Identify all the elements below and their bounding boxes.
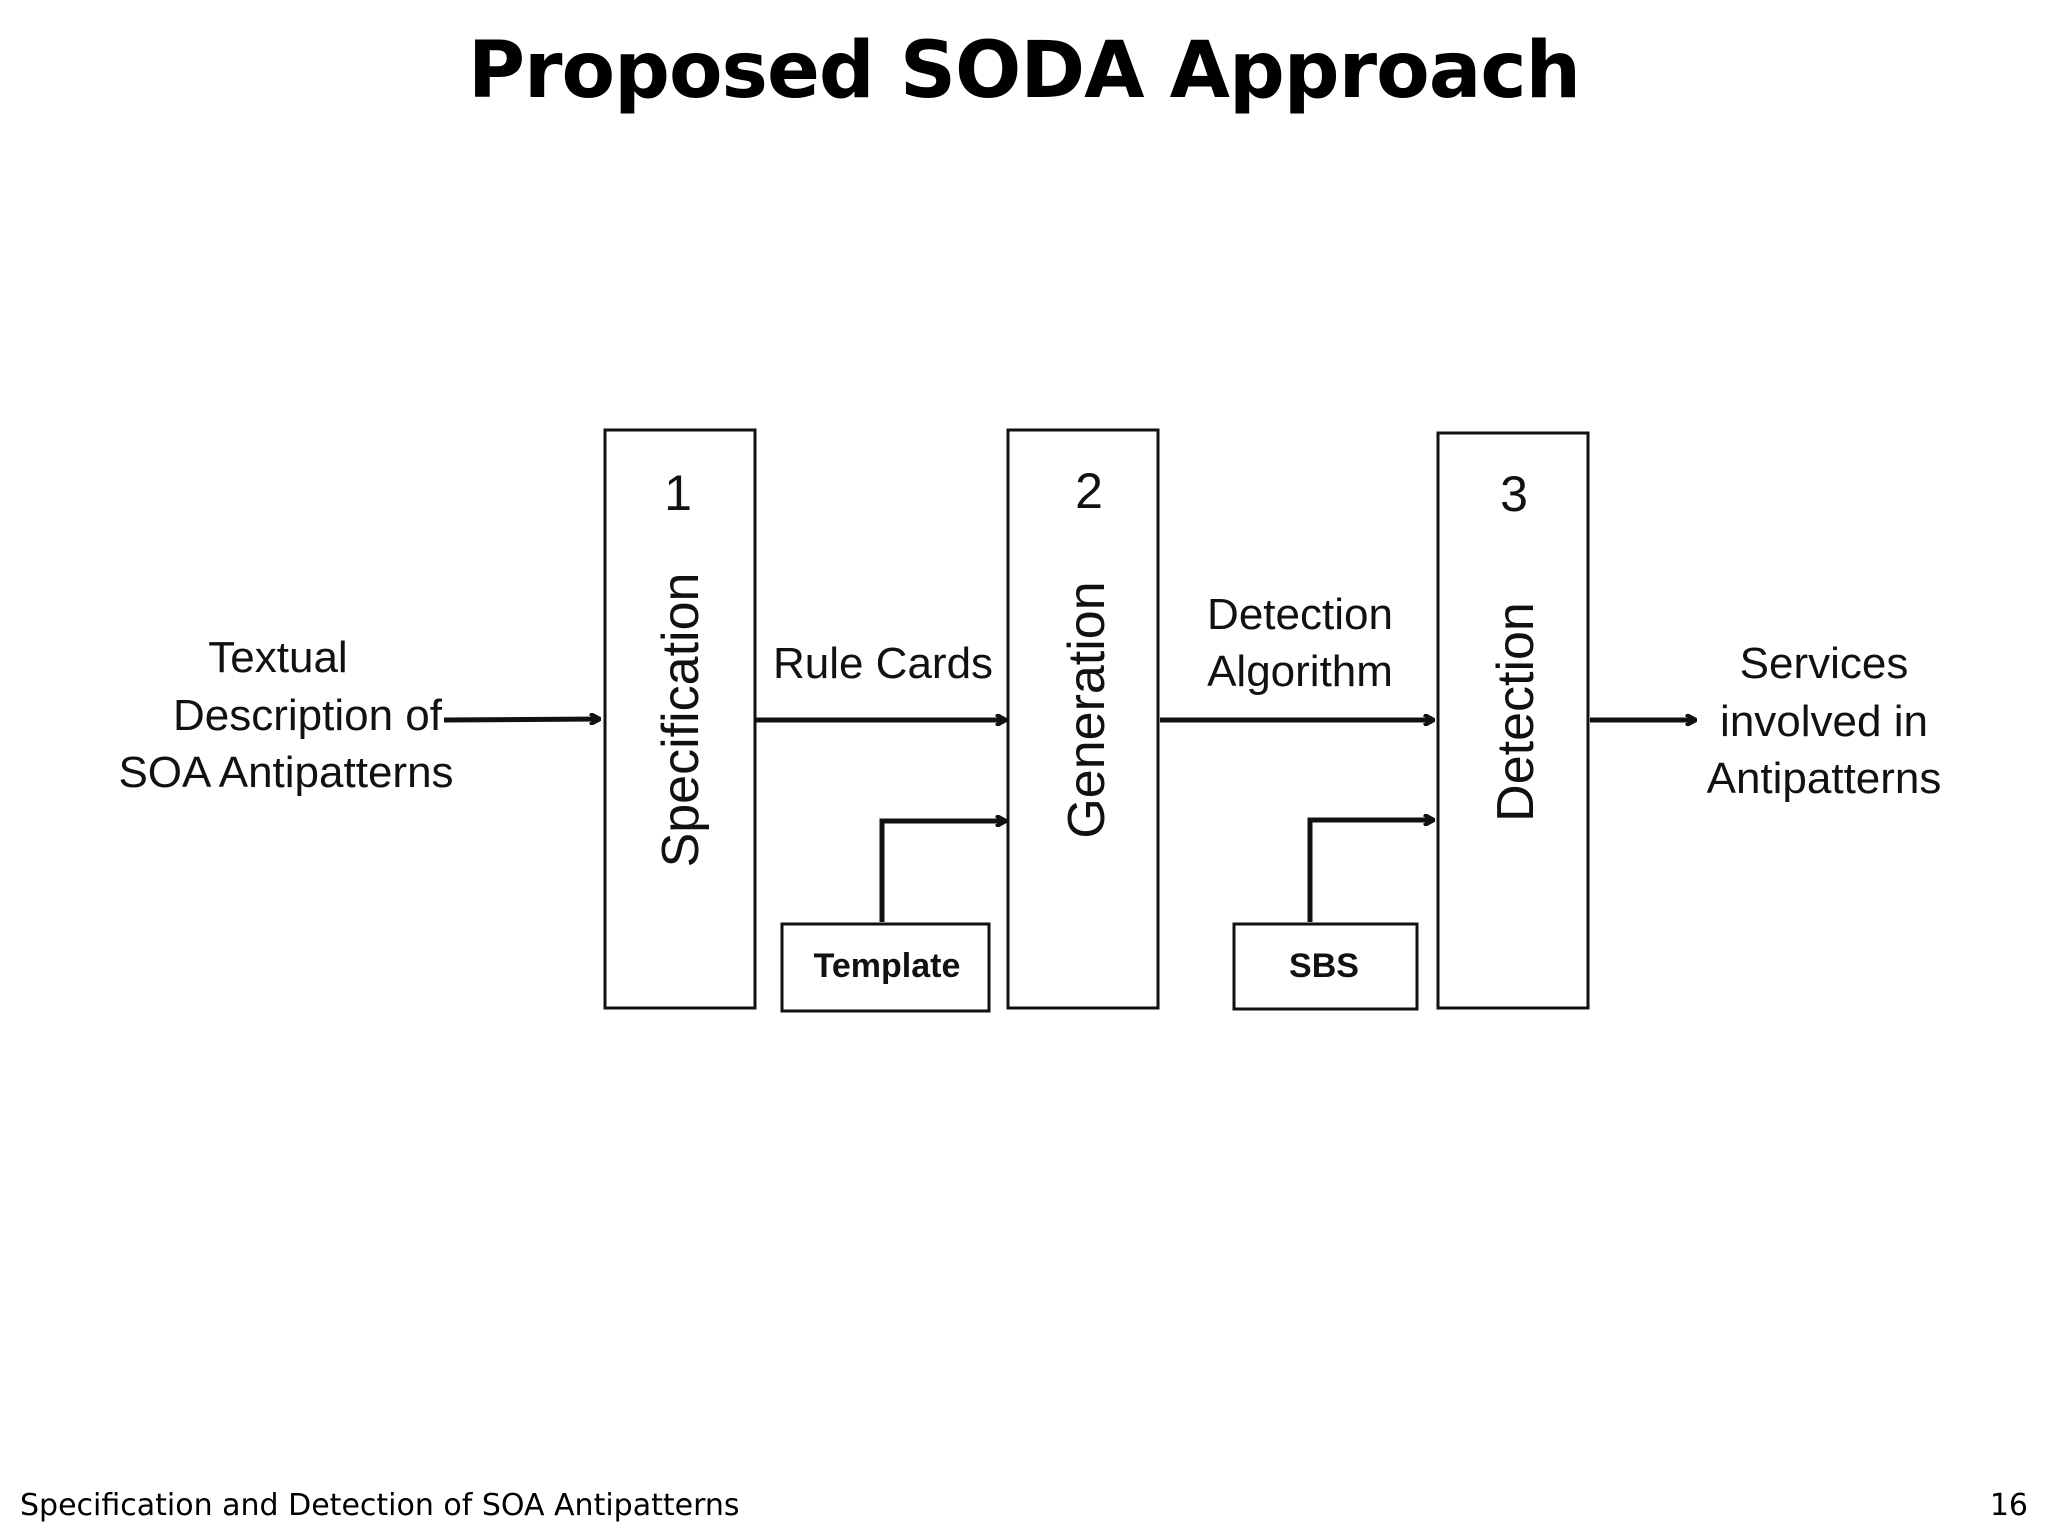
step-generation: 2 Generation: [1006, 428, 1160, 1010]
template-label: Template: [814, 947, 961, 985]
step-generation-label: Generation: [1058, 581, 1116, 838]
step-generation-box: [1006, 428, 1160, 1010]
sbs-label: SBS: [1289, 947, 1359, 985]
step-specification-number: 1: [664, 465, 692, 521]
detection-algorithm-label-line2: Algorithm: [1207, 647, 1393, 696]
slide-title: Proposed SODA Approach: [467, 26, 1581, 116]
output-label-line3: Antipatterns: [1707, 754, 1942, 803]
template-box: [780, 922, 991, 1013]
footer-presentation-title: Specification and Detection of SOA Antip…: [20, 1488, 740, 1523]
step-detection-box: [1436, 431, 1590, 1010]
step-detection: 3 Detection: [1436, 431, 1590, 1010]
input-label-line1: Textual: [208, 633, 347, 682]
sbs-to-detection-arrow: [1307, 820, 1434, 922]
step-generation-number: 2: [1075, 463, 1103, 519]
input-label-line3: SOA Antipatterns: [118, 748, 453, 797]
input-to-specification-arrow: [443, 719, 600, 720]
step-specification-box: [603, 428, 757, 1010]
output-label-line1: Services: [1740, 639, 1909, 688]
sbs-box: [1232, 922, 1419, 1011]
template-input: Template: [780, 821, 1006, 1013]
output-label-line2: involved in: [1720, 697, 1928, 746]
detection-algorithm-label-line1: Detection: [1207, 590, 1393, 639]
output-label: Services involved in Antipatterns: [1707, 639, 1942, 803]
footer-page-number: 16: [1989, 1488, 2028, 1523]
input-label-line2: Description of: [173, 691, 443, 740]
rule-cards-label: Rule Cards: [773, 639, 993, 688]
step-detection-number: 3: [1500, 466, 1528, 522]
input-label: Textual Description of SOA Antipatterns: [118, 633, 453, 797]
template-to-generation-arrow: [879, 821, 1006, 922]
step-specification-label: Specification: [652, 573, 710, 868]
step-specification: 1 Specification: [603, 428, 757, 1010]
sbs-input: SBS: [1232, 820, 1434, 1011]
step-detection-label: Detection: [1487, 602, 1545, 822]
